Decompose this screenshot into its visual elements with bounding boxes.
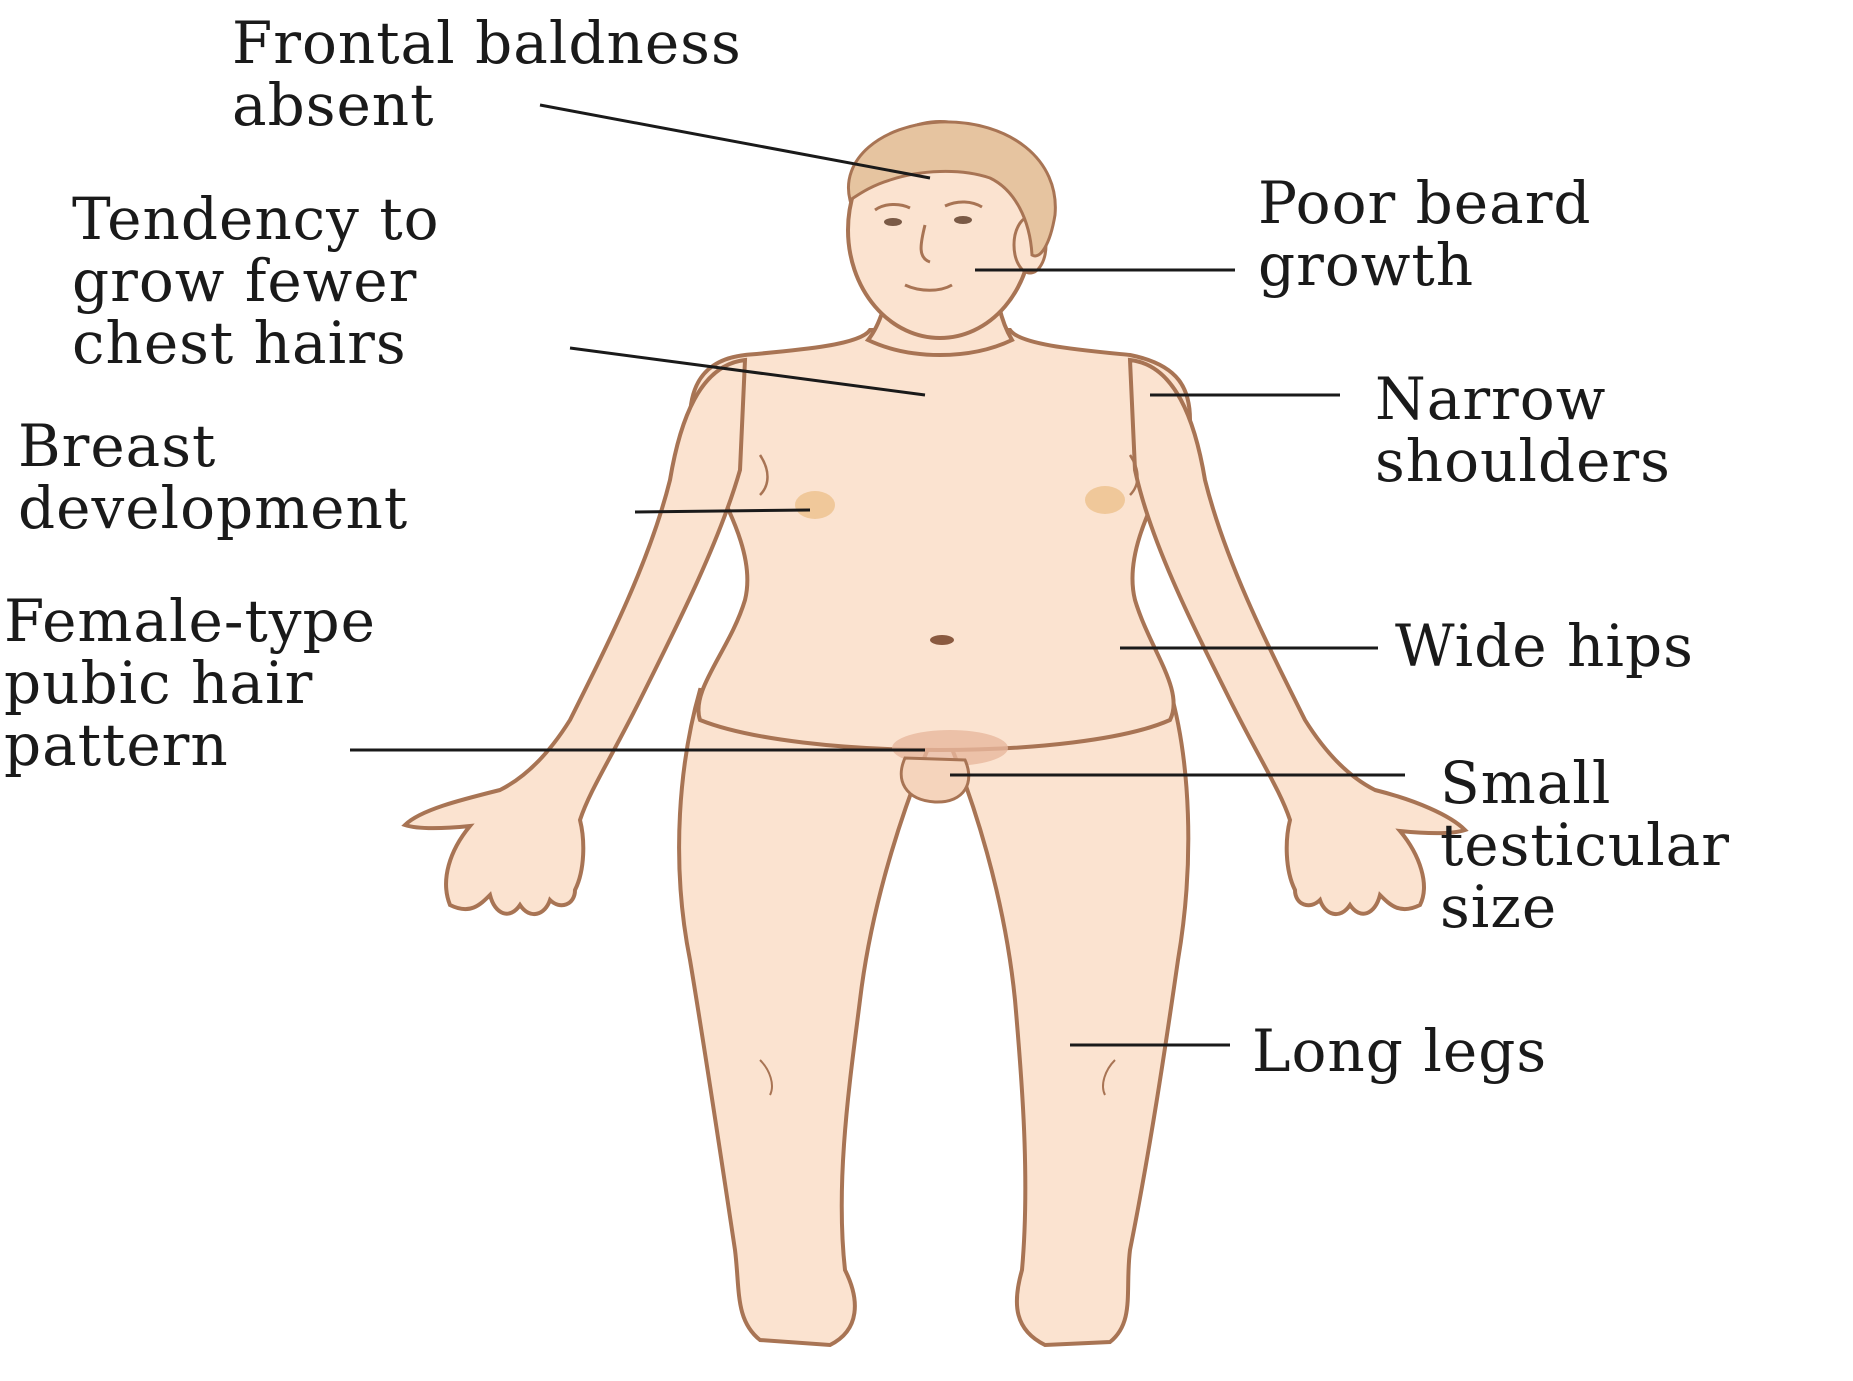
nipple-left: [795, 491, 835, 519]
label-line: size: [1440, 876, 1730, 938]
label-legs: Long legs: [1252, 1020, 1547, 1082]
label-beard: Poor beard growth: [1258, 172, 1592, 296]
label-shoulders: Narrow shoulders: [1375, 368, 1671, 492]
label-line: Tendency to: [72, 188, 440, 250]
label-frontal-baldness: Frontal baldness absent: [232, 12, 742, 136]
label-line: chest hairs: [72, 312, 440, 374]
torso: [690, 330, 1190, 750]
label-line: Female-type: [4, 590, 376, 652]
label-line: Long legs: [1252, 1020, 1547, 1082]
genitals: [901, 758, 969, 802]
label-line: Narrow: [1375, 368, 1671, 430]
label-line: Wide hips: [1395, 615, 1694, 677]
label-pubic-hair: Female-type pubic hair pattern: [4, 590, 376, 776]
label-hips: Wide hips: [1395, 615, 1694, 677]
label-line: testicular: [1440, 814, 1730, 876]
label-line: shoulders: [1375, 430, 1671, 492]
nipple-right: [1085, 486, 1125, 514]
label-line: Small: [1440, 752, 1730, 814]
label-line: Poor beard: [1258, 172, 1592, 234]
label-line: grow fewer: [72, 250, 440, 312]
label-line: Breast: [18, 415, 408, 477]
label-line: development: [18, 477, 408, 539]
left-leg: [679, 690, 940, 1345]
leader-breast: [635, 510, 810, 512]
label-line: pubic hair: [4, 652, 376, 714]
label-line: Frontal baldness: [232, 12, 742, 74]
navel: [930, 635, 954, 645]
human-figure: [405, 122, 1465, 1345]
eye-right: [954, 216, 972, 224]
label-line: absent: [232, 74, 742, 136]
label-breast: Breast development: [18, 415, 408, 539]
label-line: growth: [1258, 234, 1592, 296]
label-line: pattern: [4, 714, 376, 776]
right-leg: [940, 690, 1188, 1345]
label-testicular: Small testicular size: [1440, 752, 1730, 938]
label-chest-hairs: Tendency to grow fewer chest hairs: [72, 188, 440, 374]
eye-left: [884, 218, 902, 226]
